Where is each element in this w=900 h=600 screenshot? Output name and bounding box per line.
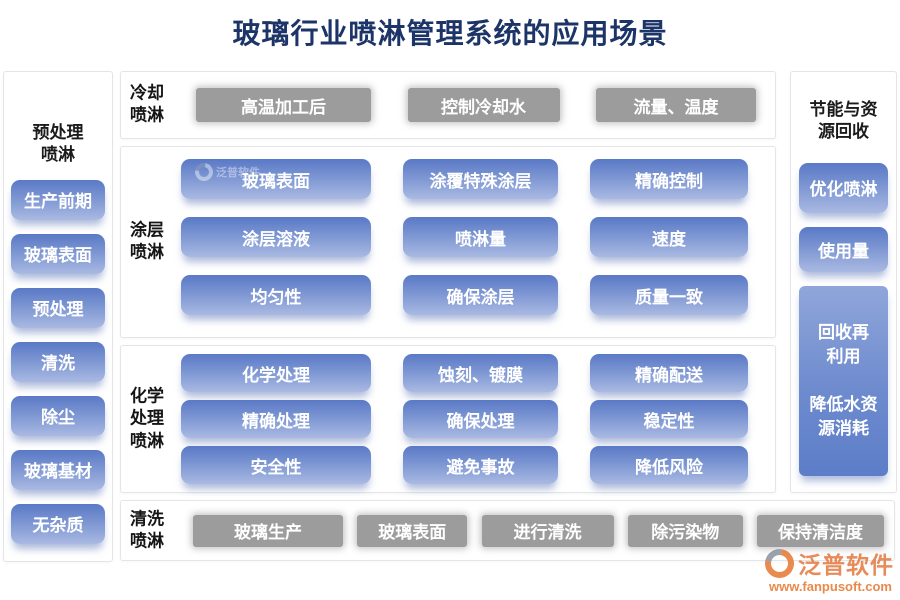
node-glass-surface-coating: 泛普软件 玻璃表面: [181, 159, 371, 199]
node-perform-cleaning: 进行清洗: [481, 514, 614, 547]
fanpu-logo-icon: [759, 542, 800, 584]
node-reduce-risk: 降低风险: [590, 446, 748, 484]
node-glass-surface: 玻璃表面: [11, 233, 105, 274]
node-coating-solution: 涂层溶液: [181, 217, 371, 257]
node-avoid-accident: 避免事故: [403, 446, 558, 484]
node-glass-substrate: 玻璃基材: [11, 449, 105, 490]
fanpu-brand-name: 泛普软件: [798, 552, 894, 578]
coating-spray-label: 涂层 喷淋: [130, 220, 164, 262]
node-precise-control: 精确控制: [590, 159, 748, 199]
node-ensure-coating: 确保涂层: [403, 275, 558, 315]
diagram-title: 玻璃行业喷淋管理系统的应用场景: [232, 18, 668, 49]
node-consistent-quality: 质量一致: [590, 275, 748, 315]
coating-spray-section: 涂层 喷淋 泛普软件 玻璃表面 涂覆特殊涂层 精确控制 涂层溶液 喷淋量 速度 …: [120, 146, 776, 338]
node-dust-removal: 除尘: [11, 395, 105, 436]
node-precise-delivery: 精确配送: [590, 354, 748, 392]
cooling-spray-label: 冷却 喷淋: [130, 83, 164, 125]
node-no-impurity: 无杂质: [11, 503, 105, 544]
cooling-nodes: 高温加工后 控制冷却水 流量、温度: [196, 72, 756, 138]
fanpu-branding: 泛普软件 www.fanpusoft.com: [759, 542, 894, 594]
node-apply-special-coating: 涂覆特殊涂层: [403, 159, 558, 199]
node-glass-surface-clean: 玻璃表面: [357, 514, 468, 547]
node-after-hot-processing: 高温加工后: [196, 88, 371, 122]
node-production-early: 生产前期: [11, 179, 105, 220]
energy-recovery-nodes: 优化喷淋 使用量 回收再 利用 降低水资 源消耗: [791, 162, 896, 476]
chemical-nodes: 化学处理 蚀刻、镀膜 精确配送 精确处理 确保处理 稳定性 安全性 避免事故 降…: [181, 354, 748, 484]
cleaning-spray-label: 清洗 喷淋: [130, 509, 164, 551]
node-usage-amount: 使用量: [799, 226, 888, 272]
node-recycle-reuse: 回收再 利用 降低水资 源消耗: [799, 285, 888, 476]
energy-recovery-panel: 节能与资 源回收 优化喷淋 使用量 回收再 利用 降低水资 源消耗: [790, 71, 897, 493]
node-label: 玻璃表面: [242, 171, 310, 191]
node-etching-plating: 蚀刻、镀膜: [403, 354, 558, 392]
node-speed: 速度: [590, 217, 748, 257]
node-pretreatment: 预处理: [11, 287, 105, 328]
node-optimize-spray: 优化喷淋: [799, 162, 888, 213]
node-precise-treatment: 精确处理: [181, 400, 371, 438]
node-control-cooling-water: 控制冷却水: [407, 88, 560, 122]
node-keep-cleanliness: 保持清洁度: [757, 514, 884, 547]
node-uniformity: 均匀性: [181, 275, 371, 315]
chemical-spray-section: 化学 处理 喷淋 化学处理 蚀刻、镀膜 精确配送 精确处理 确保处理 稳定性 安…: [120, 345, 776, 493]
pretreatment-label: 预处理 喷淋: [32, 123, 84, 165]
fanpu-brand-url: www.fanpusoft.com: [768, 579, 892, 594]
node-glass-production: 玻璃生产: [193, 514, 343, 547]
node-chemical-treatment: 化学处理: [181, 354, 371, 392]
fanpu-logo-icon: [191, 159, 217, 185]
node-spray-volume: 喷淋量: [403, 217, 558, 257]
node-stability: 稳定性: [590, 400, 748, 438]
cleaning-nodes: 玻璃生产 玻璃表面 进行清洗 除污染物 保持清洁度: [193, 501, 884, 560]
coating-nodes: 泛普软件 玻璃表面 涂覆特殊涂层 精确控制 涂层溶液 喷淋量 速度 均匀性 确保…: [181, 159, 748, 315]
node-flow-temperature: 流量、温度: [596, 88, 756, 122]
cooling-spray-section: 冷却 喷淋 高温加工后 控制冷却水 流量、温度: [120, 71, 776, 139]
node-remove-pollutants: 除污染物: [627, 514, 743, 547]
energy-recovery-label: 节能与资 源回收: [809, 100, 878, 142]
node-cleaning: 清洗: [11, 341, 105, 382]
chemical-spray-label: 化学 处理 喷淋: [130, 386, 164, 451]
node-ensure-treatment: 确保处理: [403, 400, 558, 438]
node-safety: 安全性: [181, 446, 371, 484]
cleaning-spray-section: 清洗 喷淋 玻璃生产 玻璃表面 进行清洗 除污染物 保持清洁度: [120, 500, 895, 561]
fanpu-brand-row: 泛普软件: [759, 542, 894, 584]
pretreatment-panel: 预处理 喷淋 生产前期 玻璃表面 预处理 清洗 除尘 玻璃基材 无杂质: [3, 71, 113, 562]
pretreatment-nodes: 生产前期 玻璃表面 预处理 清洗 除尘 玻璃基材 无杂质: [4, 179, 112, 544]
